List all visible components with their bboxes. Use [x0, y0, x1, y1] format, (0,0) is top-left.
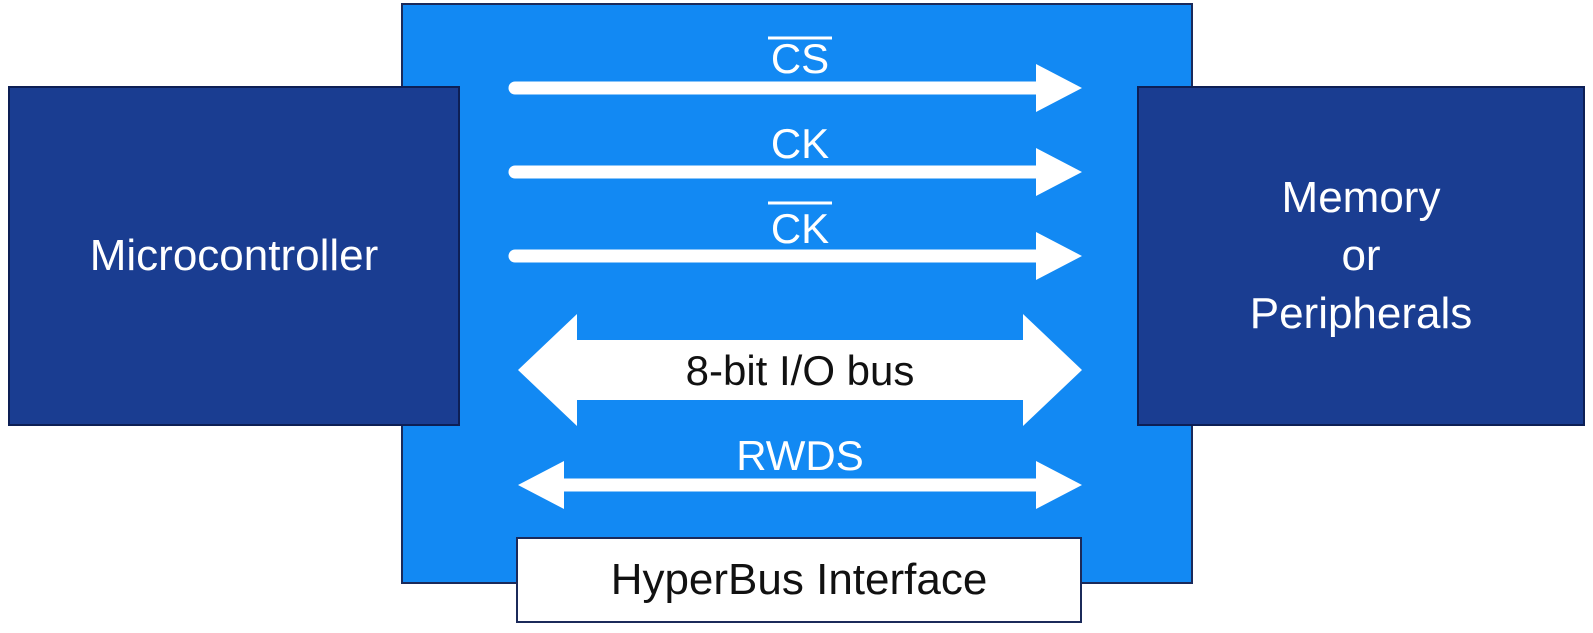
microcontroller-label: Microcontroller [89, 231, 379, 280]
memory-label-line-3: Peripherals [1249, 289, 1473, 338]
hyperbus-interface-label-box: HyperBus Interface [516, 537, 1082, 623]
cs-arrow-head [1036, 64, 1082, 112]
memory-label-line-2: or [1341, 231, 1381, 280]
hyperbus-interface-label: HyperBus Interface [610, 555, 988, 604]
ck-arrow-head [1036, 148, 1082, 196]
cs-label: CS [771, 35, 829, 82]
rwds-label: RWDS [736, 432, 864, 479]
ck-bar-label: CK [771, 205, 829, 252]
rwds-arrow-head-left [518, 461, 564, 509]
io-bus-label: 8-bit I/O bus [686, 347, 915, 394]
microcontroller-block: Microcontroller [8, 86, 460, 426]
rwds-arrow-head-right [1036, 461, 1082, 509]
ck-label: CK [771, 120, 829, 167]
memory-label: Memory or Peripherals [1250, 169, 1473, 343]
memory-block: Memory or Peripherals [1137, 86, 1585, 426]
memory-label-line-1: Memory [1281, 173, 1441, 222]
ck-bar-arrow-head [1036, 232, 1082, 280]
io-bus-arrow [518, 314, 1082, 426]
